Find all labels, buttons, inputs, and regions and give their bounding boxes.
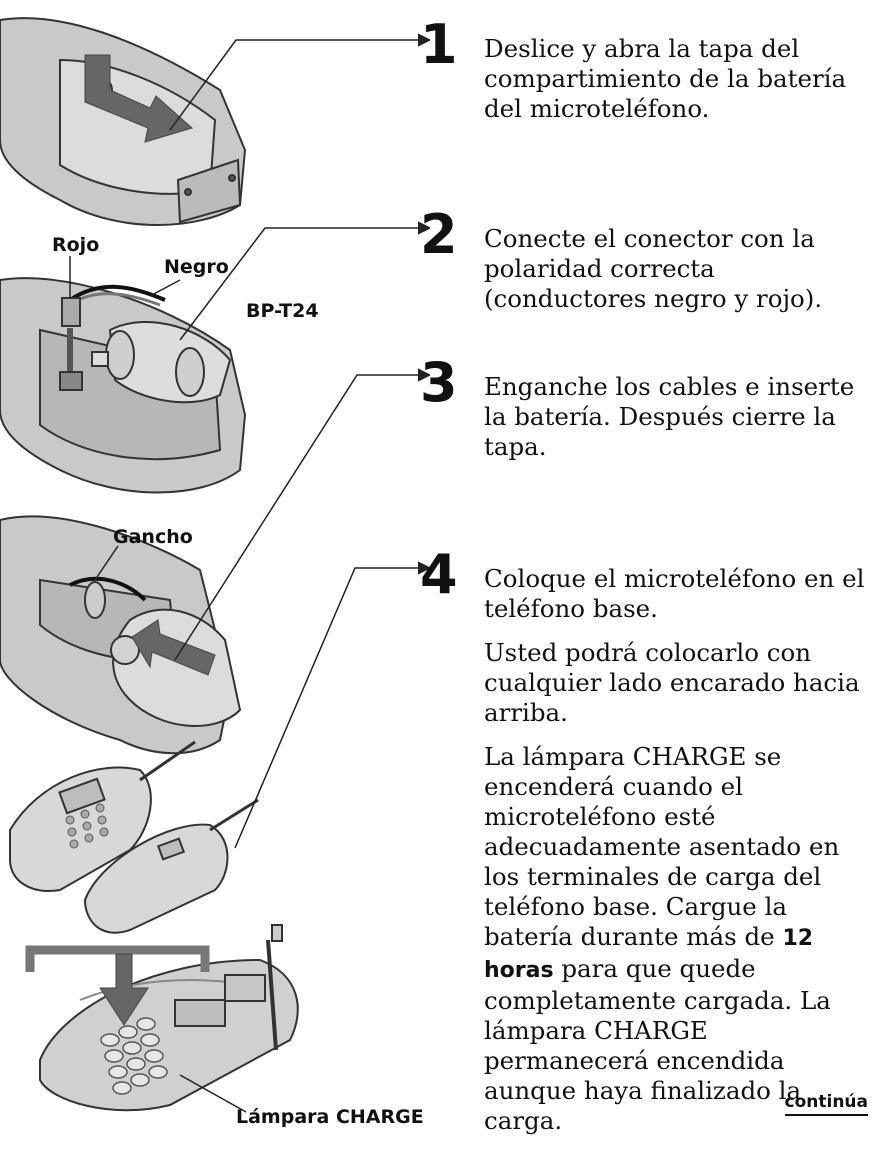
step-text: Conecte el conector con la polaridad cor… bbox=[484, 224, 823, 313]
step-2: 2 Conecte el conector con la polaridad c… bbox=[420, 208, 872, 328]
charge-text-after: para que quede completamente cargada. La… bbox=[484, 954, 831, 1135]
step-number: 2 bbox=[420, 203, 458, 266]
placement-bracket bbox=[25, 945, 210, 972]
step-4: 4 Coloque el microteléfono en el teléfon… bbox=[420, 548, 872, 1150]
slide-arrow bbox=[84, 54, 194, 143]
battery-model-label: BP-T24 bbox=[246, 300, 319, 322]
step-text: Deslice y abra la tapa del compartimient… bbox=[484, 34, 847, 123]
base-unit-illustration bbox=[9, 740, 299, 1112]
step-text: Coloque el microteléfono en el teléfono … bbox=[484, 564, 865, 623]
continues-label: continúa bbox=[784, 1092, 868, 1116]
black-wire-label: Negro bbox=[164, 256, 229, 278]
label-leaders bbox=[69, 256, 247, 1113]
insert-arrow bbox=[131, 619, 216, 676]
step-1: 1 Deslice y abra la tapa del compartimie… bbox=[420, 18, 872, 138]
handset-cover-illustration bbox=[0, 17, 247, 226]
step-3: 3 Enganche los cables e inserte la bater… bbox=[420, 356, 872, 476]
step-number: 1 bbox=[420, 13, 458, 76]
charge-paragraph: La lámpara CHARGE se encenderá cuando el… bbox=[484, 742, 872, 1136]
step-text: Usted podrá colocarlo con cualquier lado… bbox=[484, 638, 860, 727]
step-number: 4 bbox=[420, 543, 458, 606]
hook-label: Gancho bbox=[113, 526, 193, 548]
charge-text-before: La lámpara CHARGE se encenderá cuando el… bbox=[484, 742, 840, 951]
charge-hours: 12 horas bbox=[484, 926, 814, 983]
battery-connection-illustration bbox=[0, 277, 247, 494]
close-cover-illustration bbox=[0, 515, 242, 755]
illustration-area bbox=[0, 17, 430, 1113]
charge-lamp-label: Lámpara CHARGE bbox=[236, 1106, 424, 1128]
red-wire-label: Rojo bbox=[52, 234, 100, 256]
step-number: 3 bbox=[420, 351, 458, 414]
callout-lines bbox=[169, 33, 430, 849]
step-text: Enganche los cables e inserte la batería… bbox=[484, 372, 855, 461]
place-arrow bbox=[99, 953, 149, 1026]
